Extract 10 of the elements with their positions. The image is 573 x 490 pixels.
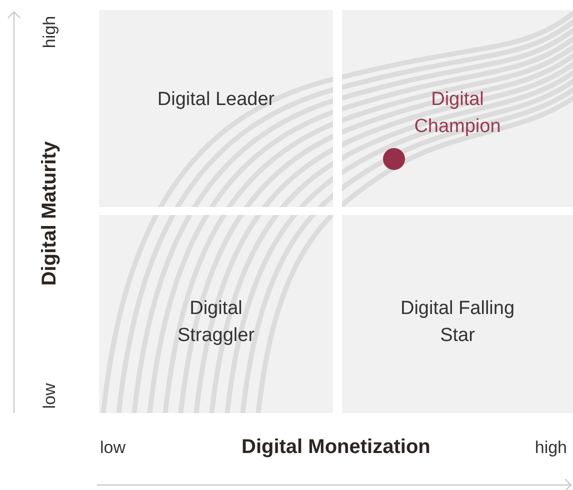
quadrant-label: Digital Straggler xyxy=(176,297,256,348)
axis-title: Digital Maturity xyxy=(38,140,62,286)
axis-tick-label: low xyxy=(100,438,126,458)
quadrant-label: Digital Champion xyxy=(413,88,502,139)
axis-tick-label: high xyxy=(534,438,567,458)
quadrant-label: Digital Leader xyxy=(156,88,276,112)
axis-title: Digital Monetization xyxy=(242,436,430,459)
axis-tick-label: high xyxy=(40,16,60,48)
quadrant-label: Digital Falling Star xyxy=(399,297,516,348)
axis-tick-label: low xyxy=(40,383,60,409)
